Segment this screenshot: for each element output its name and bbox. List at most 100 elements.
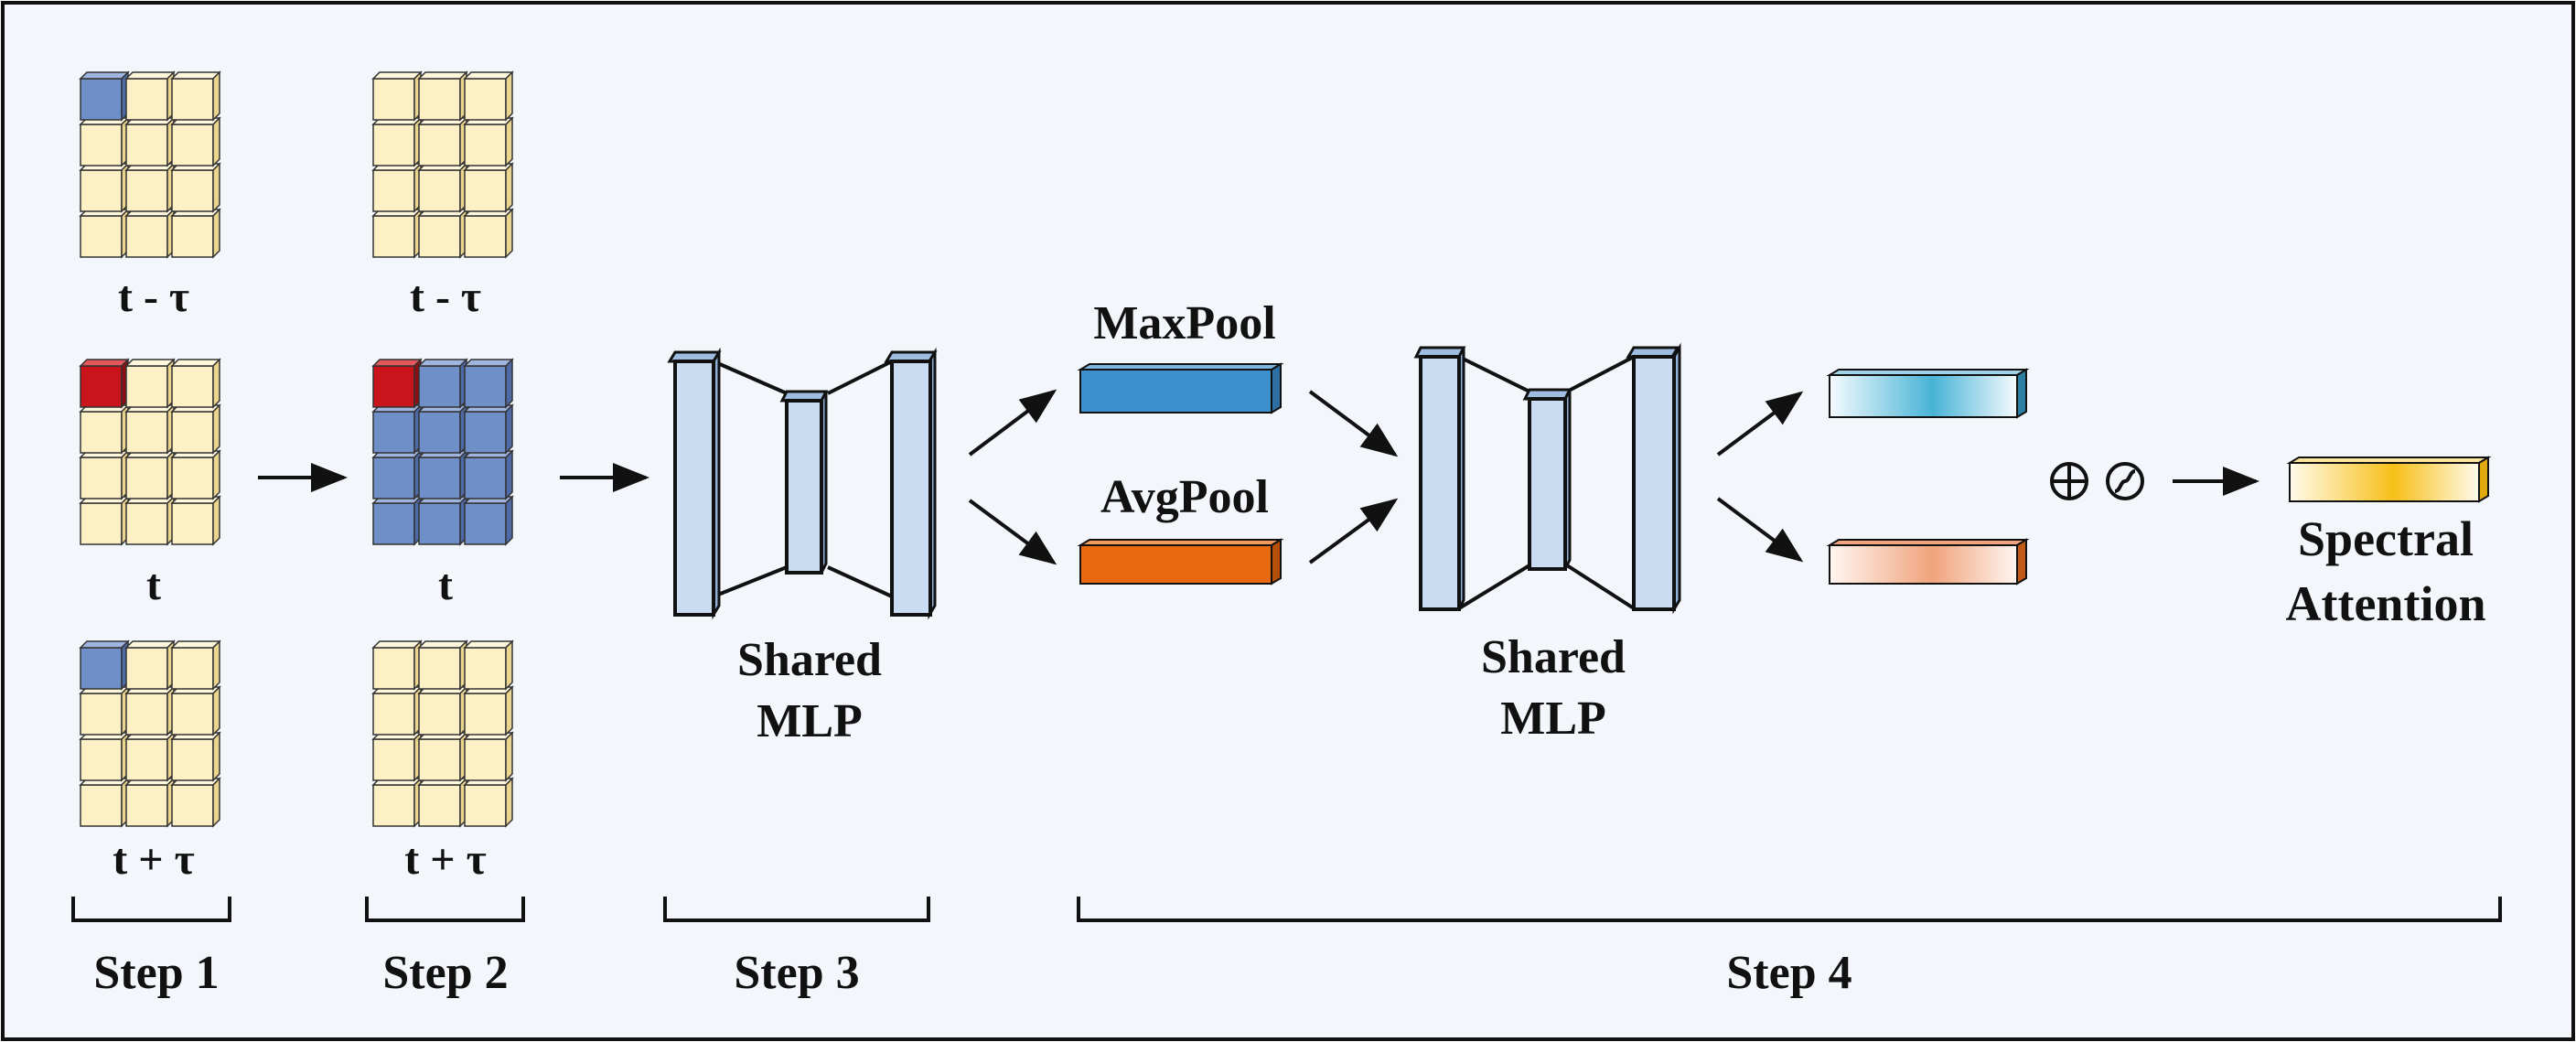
step1-grid-label-bottom: t + τ [113,835,194,884]
spectral-attention-label-line1: Spectral [2298,511,2474,566]
arrow-mlp2-to-orange-output [1716,497,1804,563]
grid-cell [125,502,168,545]
grid-cell [372,457,415,500]
grid-cell [372,365,415,408]
grid-cell [418,784,461,827]
grid-cell-top [79,71,130,80]
grid-cell-side [505,449,513,500]
grid-cell [125,738,168,781]
grid-cell-side [505,116,513,167]
step1-label: Step 1 [93,947,219,999]
grid-cell-side [505,208,513,259]
grid-cell [372,169,415,212]
step2-grid-label-bottom: t + τ [404,835,486,884]
step2-grid-label-top: t - τ [410,273,481,321]
grid-cell [171,647,214,690]
grid-cell [418,169,461,212]
step1-grid-label-top: t - τ [118,273,189,321]
grid-cell [372,215,415,258]
step4-bracket [1077,897,2502,922]
grid-cell-side [212,495,220,546]
grid-cell-top [124,640,176,649]
grid-cell [464,784,507,827]
grid-cell [372,502,415,545]
step4-label: Step 4 [1726,947,1852,999]
grid-cell-side [505,162,513,213]
grid-cell [418,457,461,500]
arrow-mlp1-to-maxpool [968,389,1057,457]
avgpool-label: AvgPool [1100,471,1269,523]
grid-cell-top [170,359,221,367]
grid-cell [171,738,214,781]
grid-cell-side [505,777,513,828]
grid-cell-side [212,208,220,259]
grid-cell [80,215,123,258]
grid-cell-top [371,359,423,367]
spectral-attention-bar [2286,456,2492,503]
step1-grid-2 [79,639,221,828]
grid-cell-top [371,71,423,80]
grid-cell [464,738,507,781]
step2-bracket [365,897,525,922]
grid-cell-top [417,640,468,649]
grid-cell-side [212,162,220,213]
mlp2-label-line2: MLP [1500,693,1606,745]
grid-cell [464,502,507,545]
grid-cell [80,411,123,454]
grid-cell [125,78,168,121]
grid-cell-side [212,639,220,691]
grid-cell [418,78,461,121]
arrow-maxpool-to-mlp2 [1308,390,1399,457]
grid-cell [464,365,507,408]
grid-cell [80,124,123,167]
grid-cell [125,457,168,500]
orange-output-bar [1826,538,2030,585]
grid-cell [80,78,123,121]
arrow-mlp2-to-blue-output [1716,391,1804,457]
grid-cell [125,647,168,690]
grid-cell [80,457,123,500]
grid-cell [171,502,214,545]
grid-cell-top [417,71,468,80]
grid-cell [80,784,123,827]
grid-cell [171,457,214,500]
grid-cell [372,124,415,167]
grid-cell [125,693,168,736]
grid-cell [372,738,415,781]
grid-cell-top [124,359,176,367]
step1-grid-1 [79,358,221,546]
grid-cell [80,365,123,408]
mlp1-label-line1: Shared [737,634,882,686]
grid-cell [372,693,415,736]
shared-mlp-1 [667,347,938,620]
arrow-mlp1-to-avgpool [968,499,1057,565]
arrow-avgpool-to-mlp2 [1308,498,1399,564]
step3-label: Step 3 [734,947,859,999]
grid-cell [464,169,507,212]
grid-cell-side [212,358,220,409]
step2-label: Step 2 [382,947,508,999]
grid-cell [80,502,123,545]
grid-cell-top [371,640,423,649]
grid-cell-side [212,777,220,828]
grid-cell [80,738,123,781]
grid-cell [125,784,168,827]
mlp2-label-line1: Shared [1481,631,1626,683]
grid-cell-side [212,403,220,455]
grid-cell [418,215,461,258]
grid-cell-side [212,116,220,167]
step3-bracket [663,897,930,922]
grid-cell [125,124,168,167]
grid-cell-side [505,731,513,782]
grid-cell [464,124,507,167]
step1-bracket [71,897,231,922]
grid-cell [80,647,123,690]
step2-grid-label-middle: t [438,561,453,609]
grid-cell [372,784,415,827]
grid-cell-top [417,359,468,367]
grid-cell [80,693,123,736]
grid-cell-side [212,731,220,782]
grid-cell-top [170,640,221,649]
